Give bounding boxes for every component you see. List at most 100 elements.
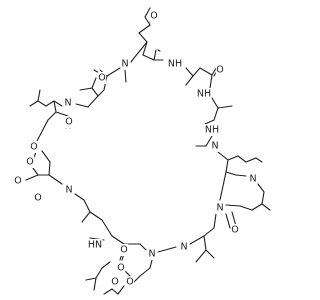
bond-line	[91, 77, 97, 89]
bond-line	[257, 183, 265, 193]
bond-line	[138, 24, 151, 34]
bond-line	[153, 49, 157, 61]
bond-line	[235, 174, 247, 177]
atom-label-background	[29, 141, 39, 153]
bond-line	[261, 203, 271, 211]
bond-line	[225, 159, 229, 173]
bond-line	[219, 171, 227, 201]
atom-label-o: O	[150, 11, 157, 22]
bond-line	[138, 32, 148, 43]
bond-line	[133, 41, 148, 59]
atom-label-nh: NH	[197, 89, 211, 100]
atom-label-background	[64, 184, 74, 196]
atom-label-o: O	[26, 157, 33, 168]
bond-line	[83, 199, 91, 213]
atom-label-background	[215, 202, 225, 214]
atom-label-nh: NH	[205, 125, 219, 136]
bond-line	[93, 277, 97, 291]
atom-label-background	[119, 244, 129, 256]
atom-label-background	[125, 276, 135, 288]
bond-line	[195, 249, 207, 263]
atom-label-background	[120, 58, 130, 70]
bond-line	[237, 155, 247, 163]
bond-line	[37, 89, 41, 102]
bond-line	[142, 41, 148, 56]
bond-line	[37, 100, 47, 107]
atom-label-background	[210, 140, 220, 152]
atom-label-background	[149, 10, 159, 22]
bond-line	[101, 261, 111, 269]
atom-label-o: O	[117, 263, 124, 274]
bond-line	[45, 100, 55, 107]
bond-line	[111, 235, 125, 245]
atom-label-n: N	[249, 174, 256, 185]
bond-line	[97, 89, 105, 97]
atom-label-n: N	[216, 203, 223, 214]
atom-label-nh: NH	[168, 59, 182, 70]
bond-line	[32, 167, 39, 176]
atom-label-o: O	[14, 176, 21, 187]
bond-line	[217, 105, 233, 109]
bond-line	[130, 57, 135, 63]
atom-label-background	[179, 241, 189, 253]
bond-line	[204, 119, 215, 125]
bond-line	[251, 203, 263, 211]
atom-label-background	[13, 175, 23, 187]
bond-line	[255, 157, 263, 163]
atom-label-o: O	[30, 142, 37, 153]
atom-label-o: O	[126, 277, 133, 288]
atom-label-o: O	[231, 225, 238, 236]
bond-line	[144, 16, 151, 26]
atom-label-background	[116, 262, 126, 274]
bond-line	[245, 157, 257, 163]
bond-line	[48, 174, 63, 185]
bond-line	[81, 211, 91, 223]
atom-label-n: N	[148, 249, 155, 260]
bond-line	[203, 227, 215, 237]
bond-line	[144, 7, 151, 18]
atom-label-n: N	[211, 141, 218, 152]
atom-label-background	[87, 239, 103, 251]
atom-label-background	[110, 276, 120, 288]
bond-line	[199, 67, 213, 76]
bond-line	[205, 135, 213, 147]
atom-label-background	[204, 124, 220, 136]
atom-label-o: O	[65, 117, 72, 128]
bond-line	[91, 87, 99, 97]
atom-label-o: O	[216, 65, 223, 76]
bond-line	[41, 150, 51, 163]
bond-line	[261, 191, 265, 205]
bond-line	[139, 267, 151, 277]
atom-label-n: N	[65, 185, 72, 196]
bond-line	[192, 67, 201, 77]
bond-line	[53, 100, 63, 107]
bond-line	[225, 213, 231, 229]
atom-label-background	[167, 58, 183, 70]
atom-label-background	[25, 156, 35, 168]
bond-line	[87, 95, 99, 108]
bond-line	[89, 211, 103, 221]
bond-line	[79, 87, 93, 91]
bond-line	[239, 205, 253, 211]
bond-line	[139, 243, 147, 251]
bond-line	[211, 97, 219, 109]
atom-label-n: N	[121, 59, 128, 70]
bond-line	[189, 235, 205, 245]
atom-label-hn: HN	[88, 240, 102, 251]
bond-line	[227, 155, 239, 161]
bond-line	[209, 74, 213, 89]
bond-line	[25, 174, 39, 181]
bond-line	[29, 100, 39, 107]
bond-line	[124, 69, 127, 83]
atom-label-background	[63, 97, 73, 109]
bond-line	[217, 151, 229, 161]
atom-label-o: O	[120, 245, 127, 256]
bond-line	[111, 288, 119, 295]
atom-label-background	[33, 192, 43, 204]
bond-line	[106, 67, 121, 77]
bond-line	[225, 171, 237, 176]
bond-line	[103, 288, 113, 295]
bond-line	[185, 67, 194, 77]
